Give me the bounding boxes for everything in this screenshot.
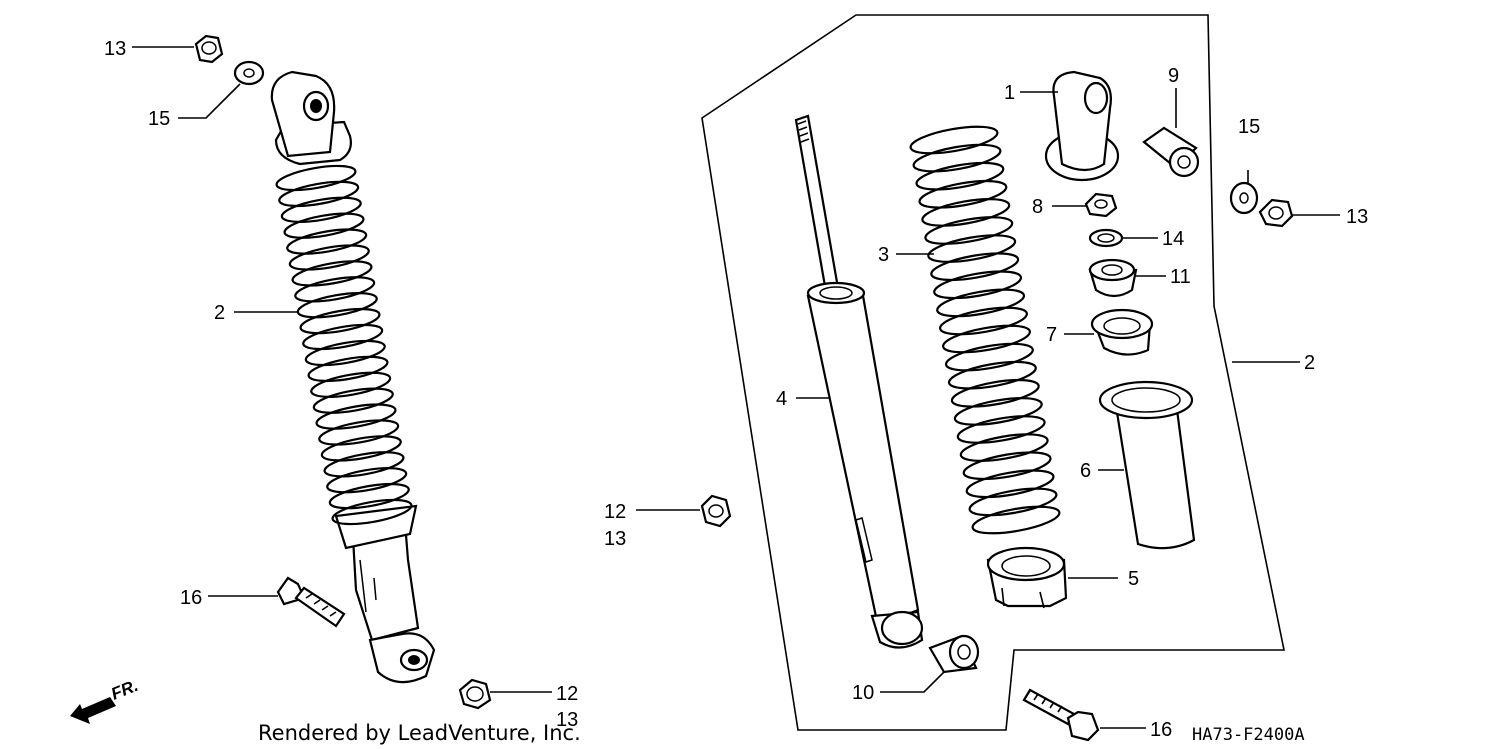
spring-coil: [909, 125, 999, 155]
spring-coil: [296, 292, 378, 319]
callout-13-left-top: 13: [104, 38, 126, 60]
spring-coil: [302, 323, 384, 351]
callout-10: 10: [852, 682, 874, 704]
callout-15-right: 15: [1238, 116, 1260, 138]
nut-12-left-bottom: [458, 678, 492, 710]
spring-coil: [918, 179, 1008, 209]
render-credit: Rendered by LeadVenture, Inc.: [258, 721, 581, 745]
callout-16-right: 16: [1150, 719, 1172, 741]
left-coil-spring: [275, 164, 413, 526]
front-direction-label: FR.: [108, 676, 141, 704]
spring-coil: [288, 244, 370, 271]
callout-9: 9: [1168, 65, 1179, 87]
callout-2-left: 2: [214, 302, 225, 324]
spring-coil: [315, 403, 397, 430]
upper-mount-1: [1044, 70, 1120, 182]
callout-7: 7: [1046, 324, 1057, 346]
spring-coil: [942, 324, 1031, 354]
nut-8: [1084, 192, 1118, 218]
spring-coil: [312, 387, 394, 414]
spring-coil: [331, 498, 413, 526]
spring-coil: [326, 467, 408, 494]
spring-coil: [930, 252, 1020, 282]
callout-16-left: 16: [180, 587, 202, 609]
spring-coil: [933, 270, 1023, 300]
callout-12-left-bottom: 12: [556, 683, 578, 705]
spring-coil: [323, 451, 405, 478]
callout-13-right: 13: [1346, 206, 1368, 228]
spring-coil: [912, 143, 1002, 173]
spring-coil: [328, 482, 410, 510]
callout-15-left: 15: [148, 108, 170, 130]
nut-12-13-middle: [700, 494, 732, 528]
bushing-9: [1142, 126, 1200, 178]
spring-coil: [944, 342, 1034, 372]
callout-11: 11: [1170, 266, 1191, 288]
nut-13-right: [1258, 198, 1294, 228]
washer-15-right: [1229, 181, 1259, 215]
callout-5: 5: [1128, 568, 1139, 590]
callout-8: 8: [1032, 196, 1043, 218]
spring-coil: [953, 397, 1043, 426]
collar-7: [1090, 308, 1154, 356]
callout-13-left-bottom: 13: [556, 709, 578, 731]
spring-coil: [947, 360, 1037, 390]
dust-boot-6: [1098, 380, 1196, 550]
spring-coil: [927, 234, 1017, 263]
bolt-16-right: [1022, 688, 1100, 742]
spring-coil: [968, 487, 1058, 517]
callout-4: 4: [776, 388, 787, 410]
exploded-view-frame: [701, 14, 1285, 731]
coil-spring-3: [909, 125, 1061, 535]
washer-14: [1088, 228, 1124, 248]
diagram-code: HA73-F2400A: [1192, 725, 1305, 745]
spring-coil: [278, 180, 360, 208]
callout-13-middle: 13: [604, 528, 626, 550]
spring-coil: [310, 371, 392, 398]
spring-coil: [915, 161, 1005, 191]
spring-coil: [307, 355, 389, 383]
spring-coil: [283, 212, 365, 239]
rubber-stopper-11: [1088, 258, 1138, 298]
spring-coil: [962, 451, 1052, 481]
callout-1: 1: [1004, 82, 1015, 104]
bushing-10: [928, 634, 980, 674]
callout-3: 3: [878, 244, 889, 266]
spring-coil: [959, 433, 1049, 462]
spring-coil: [294, 276, 376, 303]
spring-coil: [965, 469, 1055, 499]
spring-coil: [286, 228, 368, 255]
spring-coil: [299, 307, 381, 335]
spring-coil: [275, 164, 357, 192]
spring-coil: [939, 306, 1028, 336]
spring-coil: [936, 288, 1026, 318]
callout-6: 6: [1080, 460, 1091, 482]
damper-body-4: [794, 114, 924, 649]
spring-coil: [924, 216, 1014, 245]
callout-12-middle: 12: [604, 501, 626, 523]
spring-coil: [318, 419, 400, 446]
spring-seat-5: [986, 546, 1068, 609]
nut-13-left-top: [194, 34, 224, 64]
callout-2-right: 2: [1304, 352, 1315, 374]
spring-coil: [320, 435, 402, 462]
washer-15-left: [233, 60, 265, 86]
spring-coil: [921, 198, 1011, 227]
spring-coil: [280, 196, 362, 223]
spring-coil: [304, 339, 386, 367]
spring-coil: [956, 415, 1046, 444]
front-direction-arrow-icon: [70, 697, 116, 724]
callout-14: 14: [1162, 228, 1184, 250]
spring-coil: [291, 260, 373, 287]
spring-coil: [971, 505, 1061, 535]
bolt-16-left: [276, 576, 346, 628]
spring-coil: [950, 378, 1040, 408]
